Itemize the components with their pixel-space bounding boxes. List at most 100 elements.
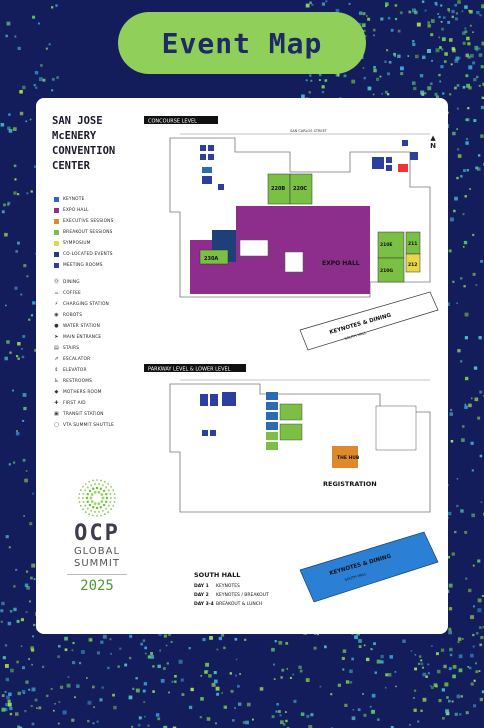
venue-line: CONVENTION [52,145,116,157]
venue-line: CENTER [52,160,90,172]
entrance-icon: ➤ [54,334,59,340]
keynote-band-sub: SOUTH HALL [344,572,367,582]
legend-label: ESCALATOR [63,357,91,362]
legend-color-item: EXPO HALL [54,205,140,216]
legend-label: COFFEE [63,291,81,296]
map-card[interactable]: SAN JOSE McENERY CONVENTION CENTER KEYNO… [36,98,448,634]
concourse-level-tag [144,116,218,124]
legend-icon-item: ◆ MOTHERS ROOM [54,387,140,398]
coffee-icon: ☕ [54,290,59,296]
legend-icon-item: ♿ RESTROOMS [54,376,140,387]
water-icon: ● [54,323,59,329]
schedule-day: DAY 3-4 [194,602,214,607]
legend-label: KEYNOTE [63,197,85,202]
legend-icon-item: ✚ FIRST AID [54,398,140,409]
street-label: SAN CARLOS STREET [290,129,328,133]
legend-color-item: EXECUTIVE SESSIONS [54,216,140,227]
concourse-outline [169,137,431,298]
legend-label: MAIN ENTRANCE [63,335,102,340]
legend-label: STAIRS [63,346,80,351]
compass-label: N [430,142,436,150]
venue-line: SAN JOSE [52,115,103,127]
compass: ▲ N [430,134,436,150]
legend-label: MEETING ROOMS [63,263,103,268]
legend-swatch [54,197,59,202]
registration-label: REGISTRATION [323,480,377,488]
compass-arrow-icon: ▲ [430,134,436,142]
transit-icon: ▣ [54,411,59,417]
legend-icon-item: ➤ MAIN ENTRANCE [54,332,140,343]
keynote-band-sub: SOUTH HALL [344,331,367,341]
shuttle-icon: ▢ [54,422,59,428]
room-label: 210G [380,268,393,274]
restroom-icon: ♿ [54,378,59,384]
map-legend: KEYNOTE EXPO HALL EXECUTIVE SESSIONS BREAKO… [54,194,140,431]
legend-color-item: SYMPOSIUM [54,238,140,249]
legend-label: BREAKOUT SESSIONS [63,230,113,235]
page-title: Event Map [118,12,366,74]
logo-line-global: GLOBAL [73,546,121,557]
room-label: 212 [408,262,417,268]
room-label: 220C [293,186,307,192]
south-hall-title: SOUTH HALL [194,571,241,579]
legend-color-item: CO-LOCATED EVENTS [54,249,140,260]
hub-label: THE HUB [337,455,360,461]
logo-year: 2025 [67,574,127,594]
legend-swatch [54,252,59,257]
robot-icon: ◉ [54,312,59,318]
legend-label: WATER STATION [63,324,101,329]
legend-icon-item: ● WATER STATION [54,321,140,332]
expo-hall-label: EXPO HALL [322,260,360,267]
schedule-row: DAY 2 KEYNOTES / BREAKOUT [194,591,269,600]
legend-label: TRANSIT STATION [63,412,104,417]
legend-label: FIRST AID [63,401,86,406]
legend-icon-item: ◉ROBOTS [54,310,140,321]
legend-label: ELEVATOR [63,368,87,373]
legend-icon-item: ☕ COFFEE [54,288,140,299]
legend-label: CO-LOCATED EVENTS [63,252,113,257]
lower-level-tag [144,364,246,372]
legend-label: EXECUTIVE SESSIONS [63,219,114,224]
legend-label: EXPO HALL [63,208,89,213]
venue-line: McENERY [52,130,97,142]
legend-swatch [54,241,59,246]
legend-label: DINING [63,280,80,285]
first-aid-icon: ✚ [54,400,59,406]
legend-color-item: KEYNOTE [54,194,140,205]
legend-icon-item: ⇗ ESCALATOR [54,354,140,365]
legend-icon-item: ⇕ ELEVATOR [54,365,140,376]
legend-label: RESTROOMS [63,379,93,384]
fork-knife-icon: Ⓓ [54,279,60,285]
logo-line-summit: SUMMIT [74,558,120,569]
escalator-icon: ⇗ [54,356,59,362]
venue-map[interactable]: CONCOURSE LEVEL SAN CARLOS STREET 220B 2… [140,112,440,612]
ocp-logo: OCP GLOBAL SUMMIT 2025 [54,478,140,594]
room-label: 210E [380,242,392,248]
logo-brand: OCP [74,521,120,546]
room-label: 220B [271,186,285,192]
expo-hall-area[interactable] [190,206,370,294]
legend-swatch [54,219,59,224]
the-hub-area[interactable] [332,446,358,468]
legend-icon-item: ▤STAIRS [54,343,140,354]
lower-level-label: PARKWAY LEVEL & LOWER LEVEL [148,367,231,373]
schedule-day: DAY 2 [194,593,209,598]
legend-label: CHARGING STATION [63,302,109,307]
legend-swatch [54,208,59,213]
schedule-text: KEYNOTES / BREAKOUT [216,593,269,598]
venue-name: SAN JOSE McENERY CONVENTION CENTER [52,114,136,174]
charging-icon: ⚡ [54,301,59,307]
mothers-room-icon: ◆ [54,389,59,395]
logo-burst-icon [78,479,116,517]
south-hall-area[interactable] [299,531,439,603]
elevator-icon: ⇕ [54,367,59,373]
schedule-text: KEYNOTES [216,584,240,589]
legend-label: MOTHERS ROOM [63,390,102,395]
legend-icon-item: ▢VTA SUMMIT SHUTTLE [54,420,140,431]
legend-icon-item: ▣ TRANSIT STATION [54,409,140,420]
lower-outline [169,383,431,513]
